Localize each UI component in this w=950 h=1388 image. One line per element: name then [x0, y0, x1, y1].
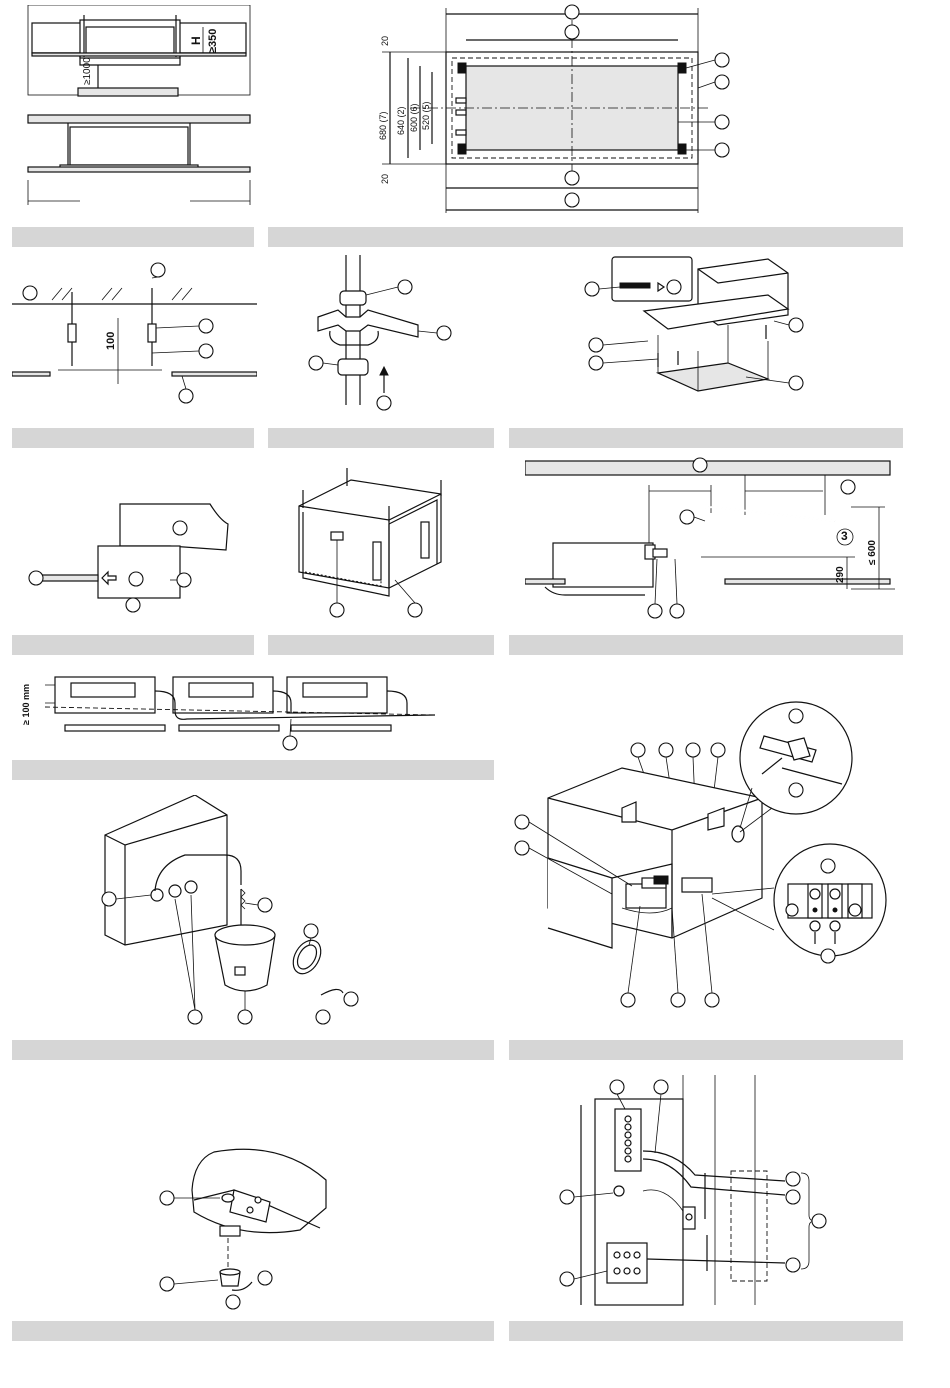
- fig2-dimension-drawing: 680 (7) 640 (2) 600 (6) 520 (5) 20 20: [370, 0, 760, 215]
- fig8-caption-bar: [509, 635, 903, 655]
- fig3-dim-100: 100: [105, 332, 117, 350]
- fig2-dim-20-bottom: 20: [380, 174, 390, 184]
- fig6-caption-bar: [12, 635, 254, 655]
- fig3-hanger-bolt-diagram: 100: [12, 258, 257, 408]
- fig7-caption-bar: [268, 635, 494, 655]
- fig7-drain-pan-diagram: [285, 460, 465, 620]
- fig1-h-label: H: [189, 36, 203, 45]
- fig8-marker-3: 3: [841, 529, 848, 543]
- fig5-unit-installation-diagram: [578, 255, 828, 415]
- fig10-drain-test-diagram: [95, 795, 375, 1030]
- fig1-clearance-below: ≥1000: [82, 57, 93, 85]
- fig9-caption-bar: [12, 760, 494, 780]
- fig2-dim-640: 640 (2): [396, 106, 406, 135]
- fig13-caption-bar: [509, 1321, 903, 1341]
- fig9-clearance-label: ≥ 100 mm: [21, 684, 31, 725]
- fig12-drain-plug-diagram: [150, 1140, 340, 1310]
- fig8-drain-piping-diagram: 3 ≤ 600 290: [525, 455, 895, 625]
- fig2-caption-bar: [268, 227, 903, 247]
- fig4-caption-bar: [268, 428, 494, 448]
- fig2-dim-520: 520 (5): [421, 101, 431, 130]
- fig8-max-height: ≤ 600: [867, 540, 878, 565]
- fig13-terminal-box-diagram: [555, 1075, 845, 1315]
- fig8-height-290: 290: [835, 566, 846, 583]
- fig12-caption-bar: [12, 1321, 494, 1341]
- fig11-caption-bar: [509, 1040, 903, 1060]
- fig6-template-detail-diagram: [20, 500, 240, 615]
- fig4-nut-detail-diagram: [298, 255, 468, 415]
- fig2-dim-600: 600 (6): [409, 103, 419, 132]
- fig2-dim-680: 680 (7): [378, 111, 388, 140]
- fig10-caption-bar: [12, 1040, 494, 1060]
- fig5-caption-bar: [509, 428, 903, 448]
- fig9-multiple-units-diagram: ≥ 100 mm: [15, 663, 450, 758]
- fig1-clearance-above: ≥350: [207, 29, 219, 53]
- fig1-caption-bar: [12, 227, 254, 247]
- fig2-dim-20-top: 20: [380, 36, 390, 46]
- fig1-ceiling-clearance-diagram: ≥1000 H ≥350: [20, 5, 260, 210]
- fig3-caption-bar: [12, 428, 254, 448]
- fig11-electrical-wiring-diagram: [512, 698, 902, 1018]
